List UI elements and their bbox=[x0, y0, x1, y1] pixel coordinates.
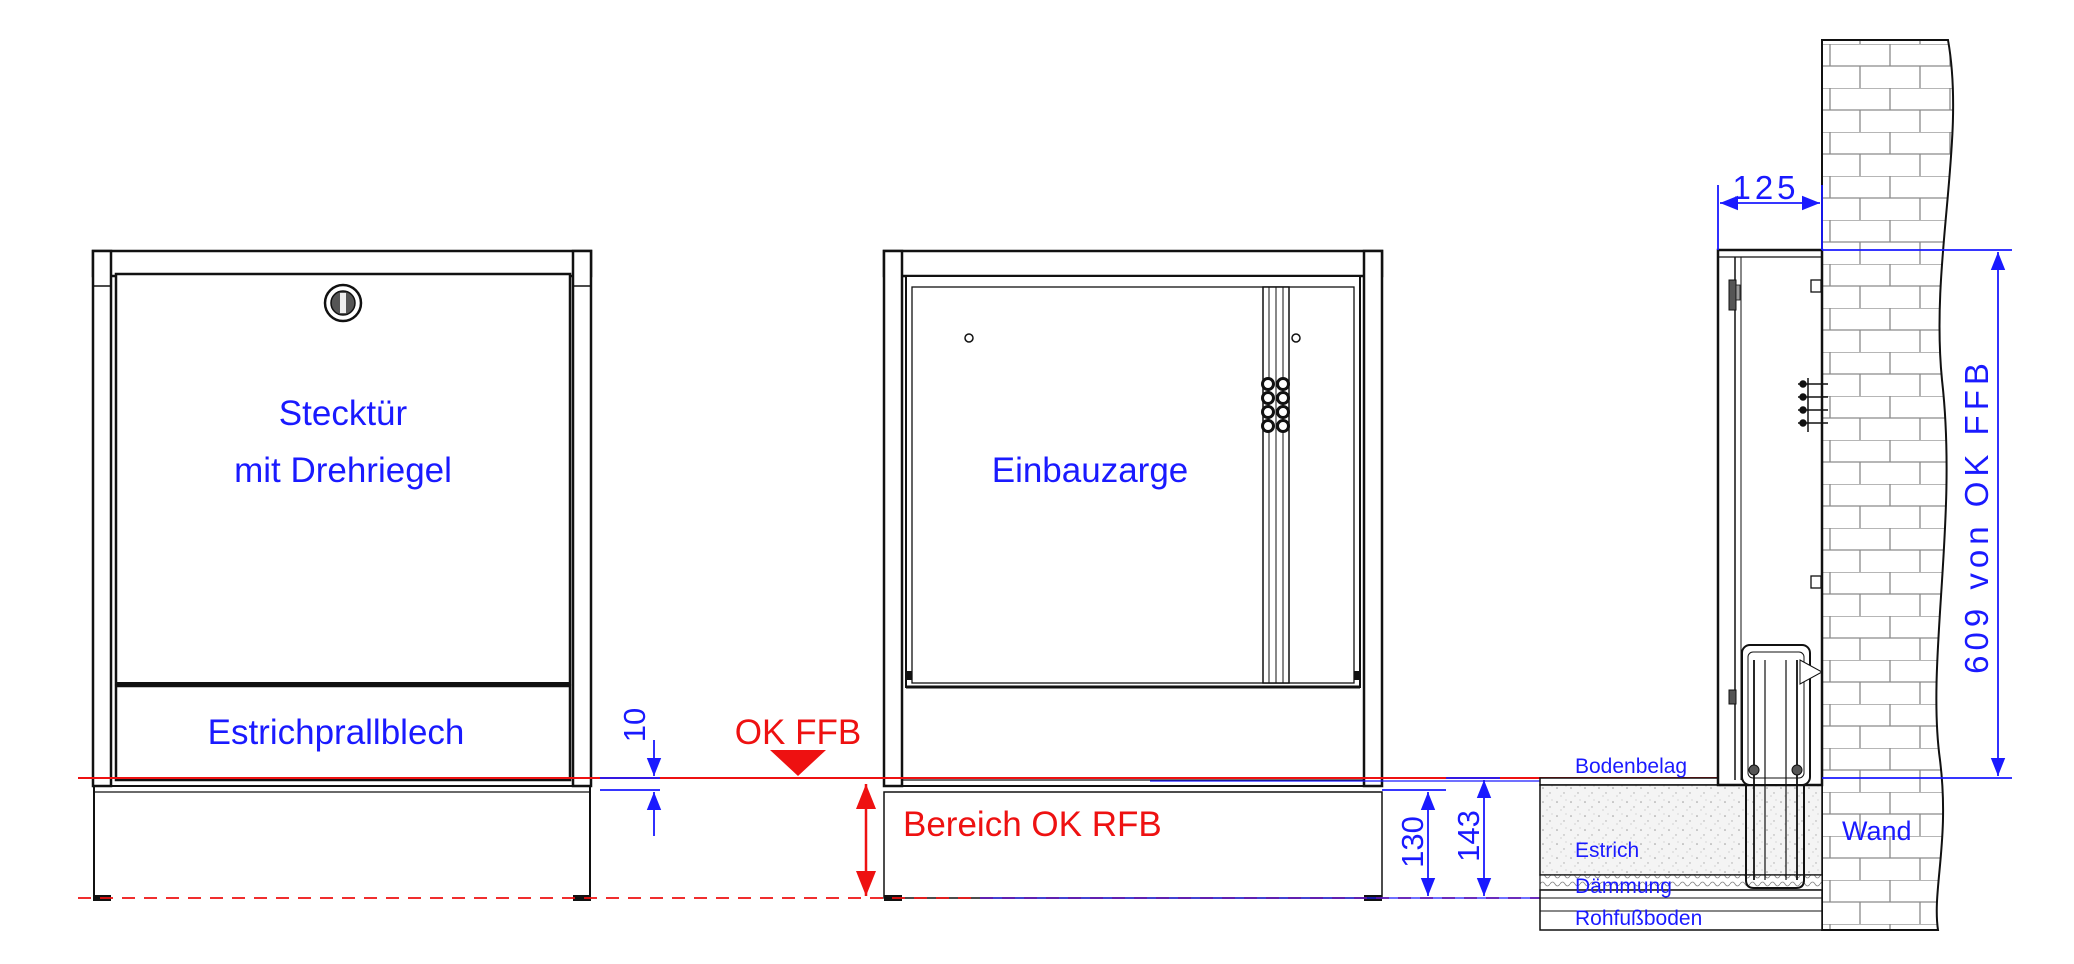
screed-layer bbox=[1539, 784, 1823, 876]
cabinet-top-rail bbox=[91, 249, 593, 278]
frame-label: Einbauzarge bbox=[992, 451, 1189, 490]
dimension-143-value: 143 bbox=[1451, 810, 1486, 862]
screed-plate-label: Estrichprallblech bbox=[208, 713, 465, 752]
distribution-rail bbox=[1262, 286, 1290, 684]
dimension-143 bbox=[1446, 777, 1500, 896]
door-label-line2: mit Drehriegel bbox=[234, 451, 452, 490]
raw-floor-label: Rohfußboden bbox=[1575, 907, 1702, 930]
floor-covering-label: Bodenbelag bbox=[1575, 755, 1687, 778]
cabinet-left-post bbox=[91, 249, 113, 788]
installation-frame bbox=[882, 249, 1384, 901]
dimension-125-value: 125 bbox=[1732, 169, 1799, 206]
dimension-10 bbox=[600, 740, 662, 836]
ok-ffb-label: OK FFB bbox=[735, 713, 861, 752]
plug-in-door bbox=[114, 272, 572, 686]
door-label-line1: Stecktür bbox=[279, 394, 408, 433]
dimension-609 bbox=[1822, 249, 2012, 779]
insulation-label: Dämmung bbox=[1575, 875, 1672, 898]
frame-left-post bbox=[882, 249, 904, 788]
cabinet-right-post bbox=[571, 249, 593, 788]
rfb-range-label: Bereich OK RFB bbox=[903, 805, 1162, 844]
screed-label: Estrich bbox=[1575, 839, 1639, 862]
connector-holes-icon bbox=[1261, 377, 1290, 433]
dimension-130 bbox=[1382, 789, 1446, 896]
floor-section bbox=[1539, 777, 1823, 931]
dimension-10-value: 10 bbox=[617, 708, 652, 742]
screed-plate bbox=[114, 684, 572, 782]
cabinet-with-door bbox=[91, 249, 593, 901]
rotary-latch-icon bbox=[323, 283, 363, 323]
brick-wall bbox=[1821, 39, 1955, 931]
wall-label: Wand bbox=[1842, 816, 1912, 846]
dimension-125 bbox=[1717, 185, 1823, 250]
dimension-609-value: 609 von OK FFB bbox=[1958, 358, 1995, 674]
frame-right-post bbox=[1362, 249, 1384, 788]
frame-top-rail bbox=[882, 249, 1384, 278]
cabinet-side-view bbox=[1716, 248, 1828, 889]
ok-ffb-marker-icon bbox=[770, 750, 826, 776]
frame-lower-skirt bbox=[883, 791, 1383, 899]
dimension-130-value: 130 bbox=[1395, 816, 1430, 868]
manifold-valves-icon bbox=[1798, 378, 1828, 432]
raw-floor-layer bbox=[1539, 889, 1823, 931]
